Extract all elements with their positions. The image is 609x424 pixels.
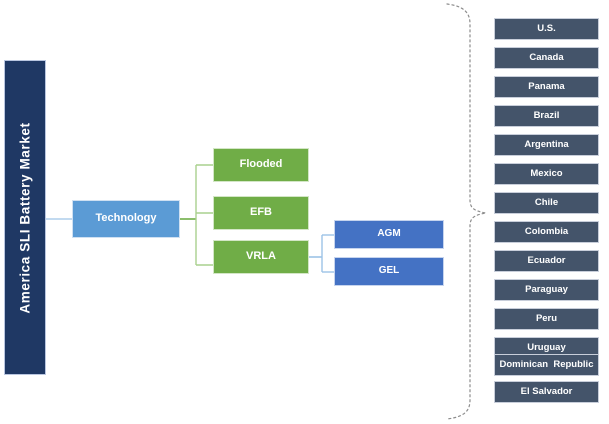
region-node-label: Canada — [529, 52, 564, 64]
region-node-label: U.S. — [537, 23, 556, 35]
region-node[interactable]: Paraguay — [494, 279, 599, 301]
subtype-node-gel[interactable]: GEL — [334, 257, 444, 286]
region-node[interactable]: Ecuador — [494, 250, 599, 272]
technology-node-efb[interactable]: EFB — [213, 196, 309, 230]
region-node-label: Colombia — [524, 226, 569, 238]
region-node[interactable]: Brazil — [494, 105, 599, 127]
region-node[interactable]: Peru — [494, 308, 599, 330]
region-node-label: Peru — [535, 313, 558, 325]
technology-node-label: VRLA — [246, 250, 276, 263]
technology-node-flooded[interactable]: Flooded — [213, 148, 309, 182]
segment-node-technology[interactable]: Technology — [72, 200, 180, 238]
region-node-label: Chile — [534, 197, 559, 209]
region-node-label: Brazil — [533, 110, 560, 122]
region-node[interactable]: U.S. — [494, 18, 599, 40]
technology-node-label: Flooded — [239, 158, 283, 171]
subtype-node-label: GEL — [378, 265, 400, 277]
subtype-node-agm[interactable]: AGM — [334, 220, 444, 249]
subtype-node-label: AGM — [377, 228, 401, 240]
region-node[interactable]: Dominican Republic — [494, 354, 599, 376]
region-node-label: Dominican Republic — [499, 359, 594, 371]
technology-node-vrla[interactable]: VRLA — [213, 240, 309, 274]
region-node[interactable]: Mexico — [494, 163, 599, 185]
region-node[interactable]: El Salvador — [494, 381, 599, 403]
region-node-label: Ecuador — [527, 255, 566, 267]
segment-node-label: Technology — [95, 212, 157, 225]
market-title-text: America SLI Battery Market — [17, 121, 33, 314]
region-node-label: Uruguay — [527, 342, 566, 354]
region-node-label: Mexico — [530, 168, 563, 180]
region-node[interactable]: Chile — [494, 192, 599, 214]
region-node-label: El Salvador — [520, 386, 573, 398]
region-node-label: Argentina — [524, 139, 569, 151]
market-title-bar: America SLI Battery Market — [4, 60, 46, 375]
region-node-label: Paraguay — [525, 284, 568, 296]
region-node[interactable]: Canada — [494, 47, 599, 69]
region-node[interactable]: Panama — [494, 76, 599, 98]
technology-node-label: EFB — [250, 206, 272, 219]
region-node[interactable]: Colombia — [494, 221, 599, 243]
region-node[interactable]: Argentina — [494, 134, 599, 156]
region-node-label: Panama — [528, 81, 565, 93]
